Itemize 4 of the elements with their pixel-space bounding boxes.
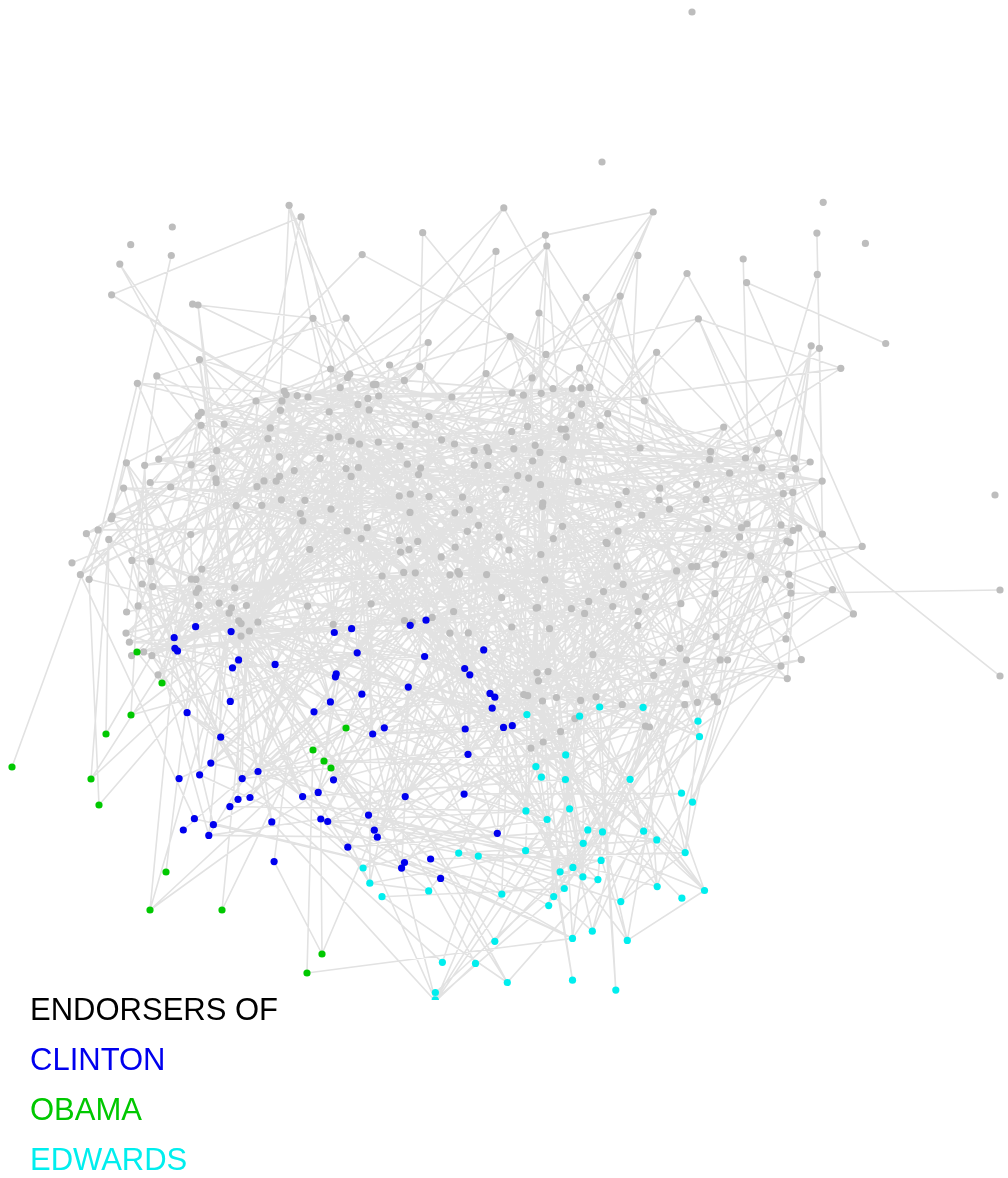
legend-entry: EDWARDS [30,1142,188,1178]
legend-entry: CLINTON [30,1042,166,1078]
legend-entry: OBAMA [30,1092,142,1128]
legend-title: ENDORSERS OF [30,992,279,1028]
